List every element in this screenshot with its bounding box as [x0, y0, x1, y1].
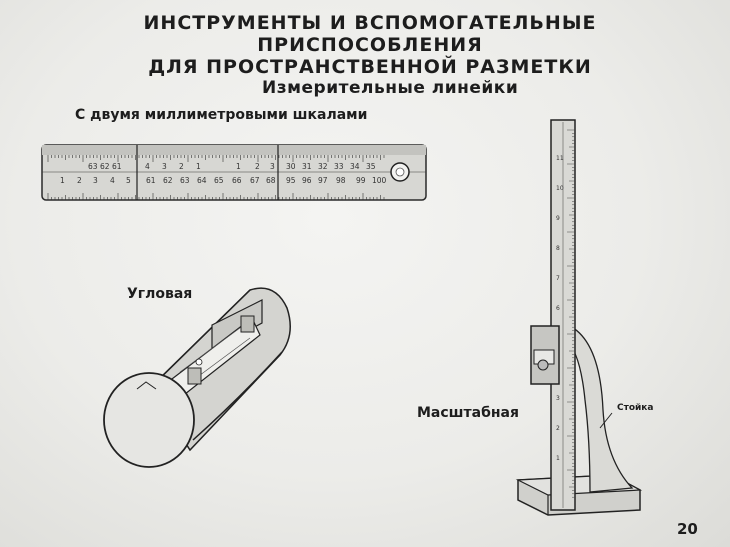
gauge-label: 2	[556, 425, 560, 432]
ruler-top-label: 35	[366, 162, 376, 171]
gauge-label: 6	[556, 305, 560, 312]
ruler-top-label: 31	[302, 162, 312, 171]
ruler-bottom-label: 96	[302, 176, 312, 185]
ruler-bottom-label: 67	[250, 176, 260, 185]
gauge-label: 3	[556, 395, 560, 402]
ruler-bottom-label: 95	[286, 176, 296, 185]
gauge-label: 1	[556, 455, 560, 462]
ruler-bottom-label: 97	[318, 176, 328, 185]
page-number: 20	[677, 520, 698, 538]
label-scale-ruler: Масштабная	[417, 405, 519, 421]
gauge-label: 11	[556, 155, 564, 162]
gauge-label: 9	[556, 215, 560, 222]
ruler-bottom-label: 5	[126, 176, 131, 185]
ruler-top-label: 2	[255, 162, 260, 171]
ruler-top-label: 3	[162, 162, 167, 171]
label-angle-ruler: Угловая	[127, 286, 193, 302]
ruler-top-label: 34	[350, 162, 360, 171]
ruler-bottom-label: 62	[163, 176, 173, 185]
label-two-scales: С двумя миллиметровыми шкалами	[75, 107, 368, 123]
label-stand: Стойка	[617, 403, 654, 413]
slide-title: Инструменты и вспомогательные приспособл…	[70, 12, 670, 78]
title-line-1: Инструменты и вспомогательные приспособл…	[143, 12, 597, 56]
ruler-bottom-label: 98	[336, 176, 346, 185]
angle-ruler-on-cylinder	[103, 287, 291, 468]
ruler-bottom-label: 1	[60, 176, 65, 185]
ruler-top-label: 63	[88, 162, 98, 171]
ruler-bottom-label: 100	[372, 176, 387, 185]
ruler-bottom-label: 99	[356, 176, 366, 185]
ruler-top-label: 30	[286, 162, 296, 171]
ruler-top-label: 33	[334, 162, 344, 171]
ruler-bottom-label: 4	[110, 176, 115, 185]
ruler-bottom-label: 65	[214, 176, 224, 185]
ruler-bottom-label: 63	[180, 176, 190, 185]
ruler-top-label: 62	[100, 162, 110, 171]
ruler-bottom-label: 68	[266, 176, 276, 185]
ruler-top-label: 4	[145, 162, 150, 171]
ruler-top-label: 1	[236, 162, 241, 171]
height-gauge: 1110987654321	[515, 119, 643, 516]
title-line-2: для пространственной разметки	[148, 56, 592, 78]
ruler-top-label: 61	[112, 162, 122, 171]
ruler-top-label: 1	[196, 162, 201, 171]
ruler-bottom-label: 61	[146, 176, 156, 185]
gauge-label: 7	[556, 275, 560, 282]
ruler-bottom-label: 2	[77, 176, 82, 185]
ruler-bottom-label: 3	[93, 176, 98, 185]
ruler-top-label: 2	[179, 162, 184, 171]
subtitle: Измерительные линейки	[262, 78, 519, 98]
ruler-bottom-label: 66	[232, 176, 242, 185]
ruler-top-label: 32	[318, 162, 328, 171]
gauge-label: 8	[556, 245, 560, 252]
gauge-label: 10	[556, 185, 564, 192]
ruler-top-label: 3	[270, 162, 275, 171]
ruler-bottom-label: 64	[197, 176, 207, 185]
